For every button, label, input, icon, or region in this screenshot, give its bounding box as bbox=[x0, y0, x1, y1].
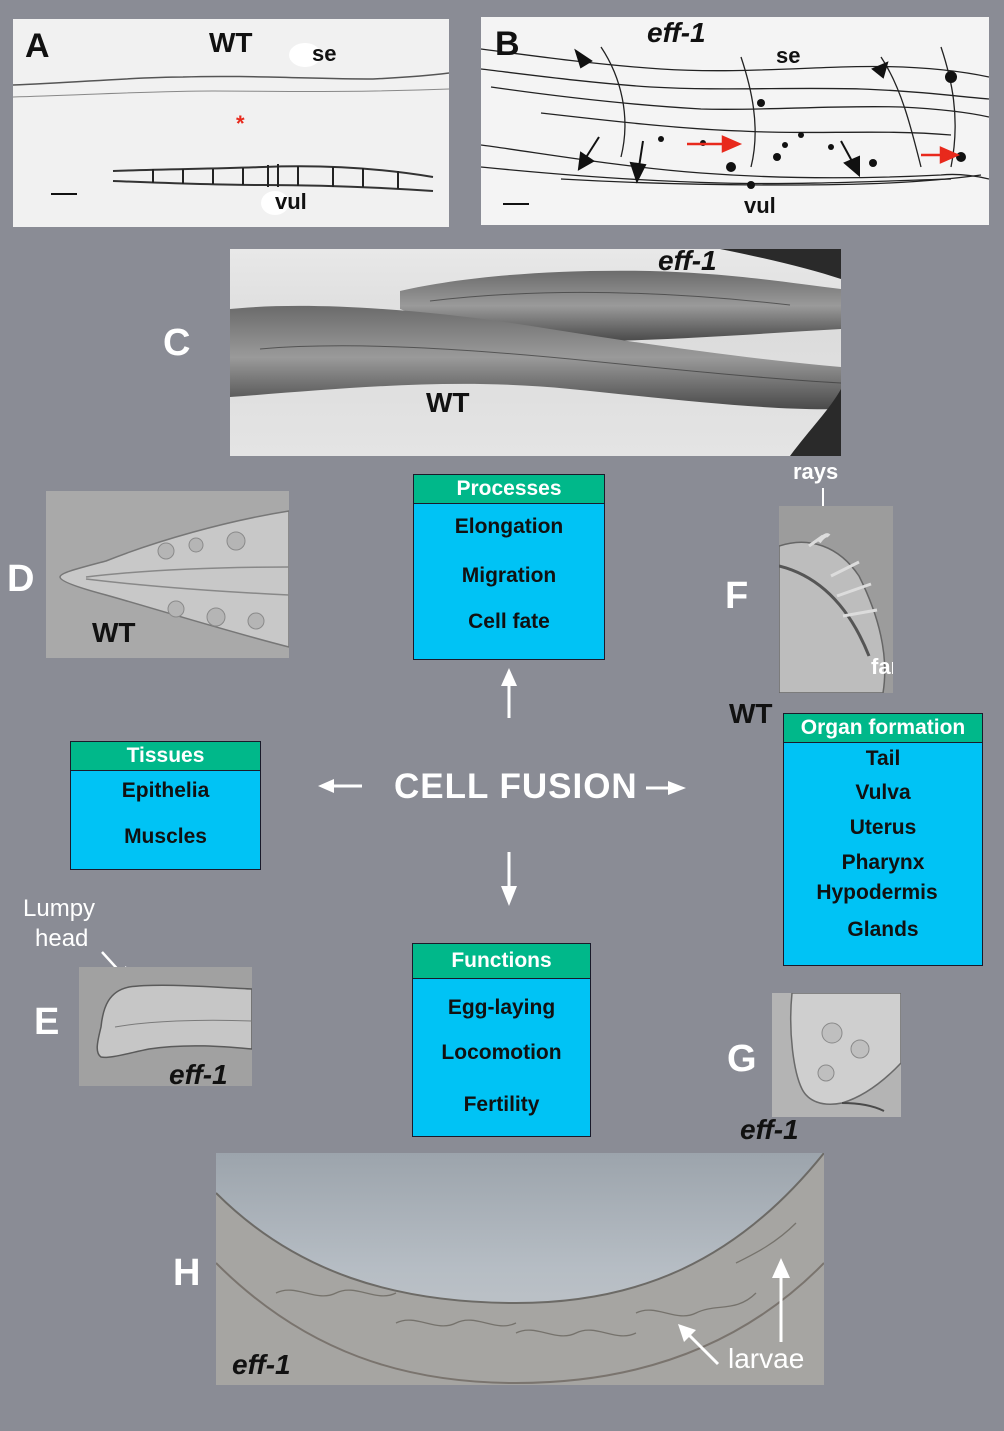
arrow-up-left-icon bbox=[678, 1324, 720, 1366]
cell-fusion-title: CELL FUSION bbox=[394, 767, 638, 806]
panel-e-gene-label: eff-1 bbox=[169, 1059, 228, 1086]
panel-a-vul-label: vul bbox=[275, 189, 307, 214]
functions-item: Locomotion bbox=[441, 1041, 562, 1064]
organ-item: Tail bbox=[865, 747, 901, 770]
panel-c-gene-label: eff-1 bbox=[658, 249, 717, 276]
panel-e-micrograph bbox=[96, 984, 252, 1059]
panel-a-letter: A bbox=[25, 27, 50, 65]
panel-c-image: eff-1 WT bbox=[230, 249, 841, 456]
panel-h-larvae-label: larvae bbox=[728, 1343, 805, 1374]
organ-formation-box: Organ formation Tail Vulva Uterus Pharyn… bbox=[783, 713, 983, 966]
arrow-right-icon bbox=[646, 781, 686, 795]
organ-item: Glands bbox=[847, 918, 919, 941]
processes-box-title: Processes bbox=[414, 475, 604, 504]
panel-d-image: WT bbox=[46, 491, 289, 658]
arrow-up-icon bbox=[772, 1258, 790, 1342]
arrow-down-icon bbox=[501, 852, 517, 906]
functions-item: Fertility bbox=[463, 1093, 540, 1116]
panel-a-se-label: se bbox=[312, 41, 337, 66]
panel-a-asterisk: * bbox=[236, 111, 245, 136]
panel-d-micrograph bbox=[59, 510, 289, 648]
tissues-item: Epithelia bbox=[121, 779, 210, 802]
panel-b-se-label: se bbox=[776, 43, 801, 68]
panel-g-micrograph bbox=[789, 993, 901, 1112]
panel-a-micrograph bbox=[13, 43, 449, 215]
panel-b-micrograph bbox=[481, 46, 989, 205]
panel-b-letter: B bbox=[495, 25, 520, 63]
panel-e-annotation-line2: head bbox=[35, 925, 89, 952]
panel-d-wt-label: WT bbox=[92, 617, 136, 648]
panel-a-image: A WT se vul * bbox=[13, 19, 449, 227]
arrow-left-icon bbox=[318, 779, 362, 793]
panel-f-rays-label: rays bbox=[793, 459, 839, 484]
panel-c-letter: C bbox=[163, 322, 191, 364]
panel-h-image: eff-1 larvae bbox=[216, 1153, 824, 1385]
panel-e-letter: E bbox=[34, 1001, 60, 1043]
panel-f-letter: F bbox=[725, 575, 749, 617]
organ-item: Hypodermis bbox=[816, 881, 938, 904]
panel-c-wt-label: WT bbox=[426, 387, 470, 418]
panel-c-micrograph bbox=[230, 249, 841, 456]
processes-item: Migration bbox=[461, 564, 557, 587]
panel-g-image bbox=[772, 993, 901, 1117]
panel-b-gene-label: eff-1 bbox=[647, 17, 706, 48]
panel-b-vul-label: vul bbox=[744, 193, 776, 218]
panel-a-wt-label: WT bbox=[209, 27, 253, 58]
tissues-item: Muscles bbox=[124, 825, 207, 848]
panel-f-wt-label: WT bbox=[729, 698, 773, 729]
panel-d-letter: D bbox=[7, 558, 35, 600]
organ-formation-box-title: Organ formation bbox=[784, 714, 982, 743]
functions-box: Functions Egg-laying Locomotion Fertilit… bbox=[412, 943, 591, 1137]
functions-item: Egg-laying bbox=[447, 996, 556, 1019]
panel-g-gene-label: eff-1 bbox=[740, 1114, 799, 1145]
organ-item: Uterus bbox=[849, 816, 917, 839]
processes-item: Cell fate bbox=[468, 610, 550, 633]
panel-f-fan-label: fan bbox=[871, 654, 893, 679]
panel-h-letter: H bbox=[173, 1252, 201, 1294]
panel-e-annotation-line1: Lumpy bbox=[23, 895, 96, 922]
tissues-box: Tissues Epithelia Muscles bbox=[70, 741, 261, 870]
panel-f-micrograph bbox=[779, 533, 886, 693]
panel-g-letter: G bbox=[727, 1038, 757, 1080]
processes-box: Processes Elongation Migration Cell fate bbox=[413, 474, 605, 660]
tissues-box-title: Tissues bbox=[71, 742, 260, 771]
processes-item: Elongation bbox=[454, 515, 564, 538]
organ-item: Vulva bbox=[855, 781, 911, 804]
organ-item: Pharynx bbox=[841, 851, 925, 874]
arrow-up-icon bbox=[501, 668, 517, 718]
panel-f-image: fan bbox=[779, 506, 893, 693]
panel-b-image: B eff-1 se vul bbox=[481, 17, 989, 225]
panel-h-micrograph bbox=[216, 1153, 824, 1385]
functions-box-title: Functions bbox=[413, 944, 590, 979]
panel-e-image: eff-1 bbox=[79, 967, 252, 1086]
panel-h-gene-label: eff-1 bbox=[232, 1349, 291, 1380]
